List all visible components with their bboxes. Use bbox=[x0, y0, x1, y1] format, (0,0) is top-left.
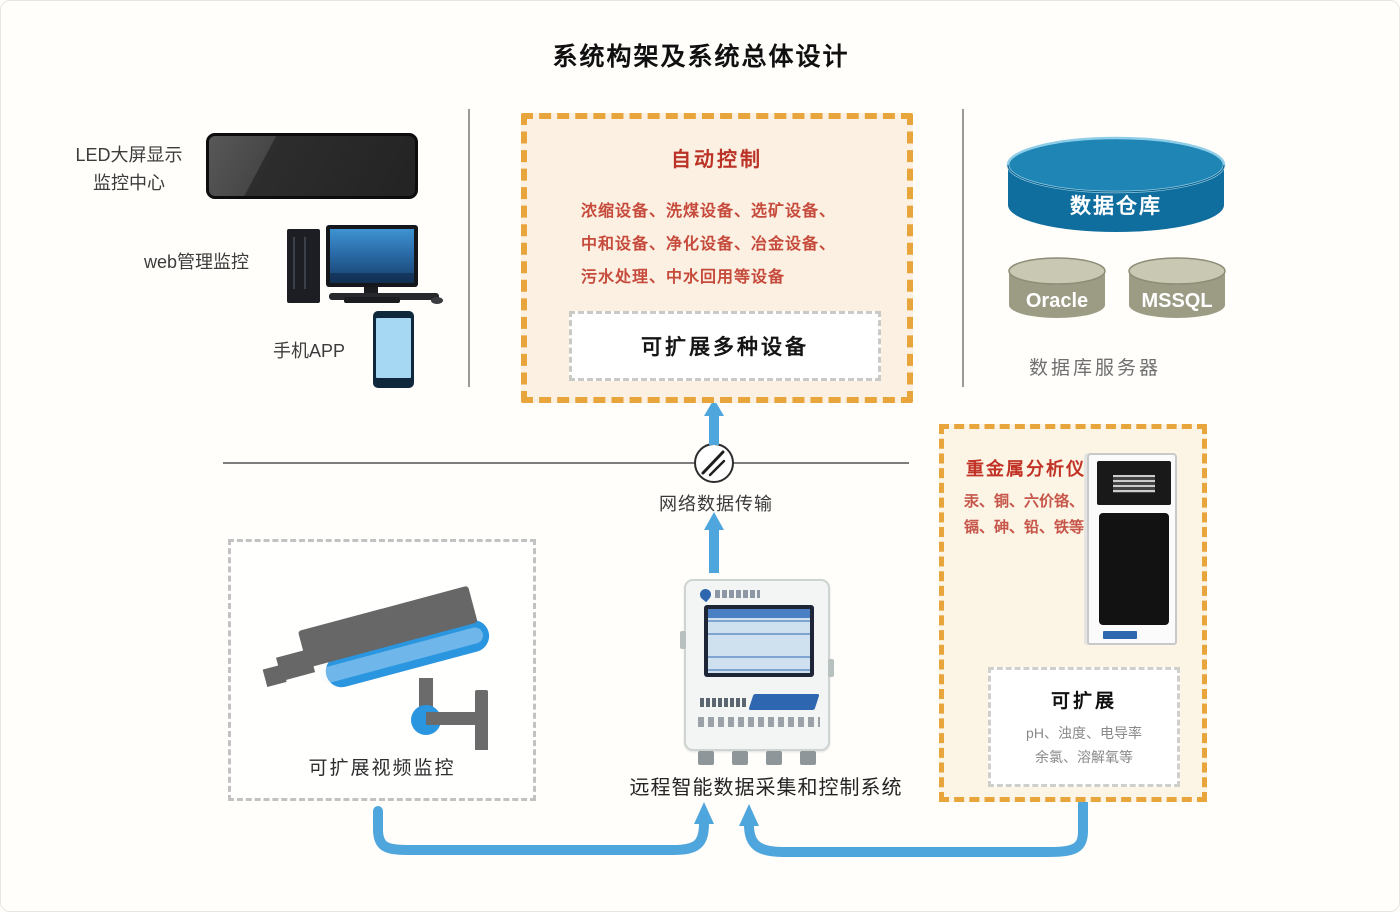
heavy-metal-parameter-list: 汞、铜、六价铬、 镉、砷、铅、铁等 bbox=[964, 493, 1085, 536]
monitor-stand bbox=[364, 287, 378, 298]
network-transmission-label: 网络数据传输 bbox=[659, 494, 773, 514]
auto-control-heading: 自动控制 bbox=[671, 149, 763, 171]
device-terminals bbox=[698, 717, 820, 727]
led-screen-image bbox=[206, 133, 418, 199]
expandable-parameters-box: 可扩展 pH、浊度、电导率 余氯、溶解氧等 bbox=[988, 667, 1180, 787]
page-title: 系统构架及系统总体设计 bbox=[552, 43, 850, 71]
divider-left bbox=[468, 109, 470, 387]
analyzer-door bbox=[1099, 513, 1169, 625]
phone-app-label: 手机APP bbox=[273, 341, 346, 361]
desktop-monitor-icon bbox=[326, 225, 418, 287]
device-logo bbox=[697, 586, 760, 602]
oracle-cylinder: Oracle bbox=[1008, 257, 1106, 318]
data-warehouse-cylinder: 数据仓库 bbox=[1006, 136, 1226, 232]
oracle-label: Oracle bbox=[1026, 290, 1088, 312]
mssql-cylinder: MSSQL bbox=[1128, 257, 1226, 318]
device-latch bbox=[828, 659, 834, 677]
keyboard-icon bbox=[329, 293, 439, 300]
video-monitoring-label: 可扩展视频监控 bbox=[308, 758, 456, 779]
device-connectors bbox=[698, 751, 816, 765]
data-collector-device bbox=[680, 579, 834, 751]
auto-control-device-list: 浓缩设备、洗煤设备、选矿设备、 中和设备、净化设备、冶金设备、 污水处理、中水回… bbox=[581, 203, 837, 286]
monitor-base bbox=[344, 297, 400, 303]
divider-right bbox=[962, 109, 964, 387]
device-screen bbox=[704, 605, 814, 677]
mouse-icon bbox=[431, 297, 443, 304]
analyzer-display-panel bbox=[1097, 461, 1171, 505]
expandable-devices-box: 可扩展多种设备 bbox=[569, 311, 881, 381]
network-transmission-icon bbox=[694, 443, 734, 483]
heavy-metal-heading: 重金属分析仪 bbox=[966, 459, 1086, 479]
database-cylinders: 数据仓库 Oracle MSSQL bbox=[1006, 136, 1226, 318]
video-monitoring-box: 可扩展视频监控 bbox=[228, 539, 536, 801]
desktop-tower-icon bbox=[287, 229, 320, 303]
device-hinge bbox=[680, 631, 686, 649]
expandable-heading: 可扩展 bbox=[1050, 691, 1117, 712]
analyzer-badge bbox=[1103, 631, 1137, 639]
arrow-collector-to-network bbox=[704, 512, 724, 573]
arrow-analyzer-to-collector bbox=[739, 798, 1088, 857]
cctv-camera-icon bbox=[262, 586, 490, 750]
arrow-video-to-collector bbox=[373, 802, 714, 855]
smartphone-icon bbox=[373, 311, 414, 388]
auto-control-box: 自动控制 浓缩设备、洗煤设备、选矿设备、 中和设备、净化设备、冶金设备、 污水处… bbox=[521, 113, 913, 403]
expandable-parameter-list: pH、浊度、电导率 余氯、溶解氧等 bbox=[1026, 725, 1142, 765]
analyzer-instrument-image bbox=[1087, 453, 1177, 645]
device-nameplate bbox=[700, 693, 820, 711]
mssql-label: MSSQL bbox=[1141, 290, 1212, 312]
data-warehouse-label: 数据仓库 bbox=[1070, 194, 1162, 218]
collector-system-label: 远程智能数据采集和控制系统 bbox=[629, 777, 903, 799]
led-screen-label: LED大屏显示 监控中心 bbox=[75, 145, 183, 193]
web-monitor-label: web管理监控 bbox=[144, 252, 250, 272]
database-server-label: 数据库服务器 bbox=[1029, 358, 1162, 379]
arrow-network-to-autocontrol bbox=[704, 399, 724, 445]
